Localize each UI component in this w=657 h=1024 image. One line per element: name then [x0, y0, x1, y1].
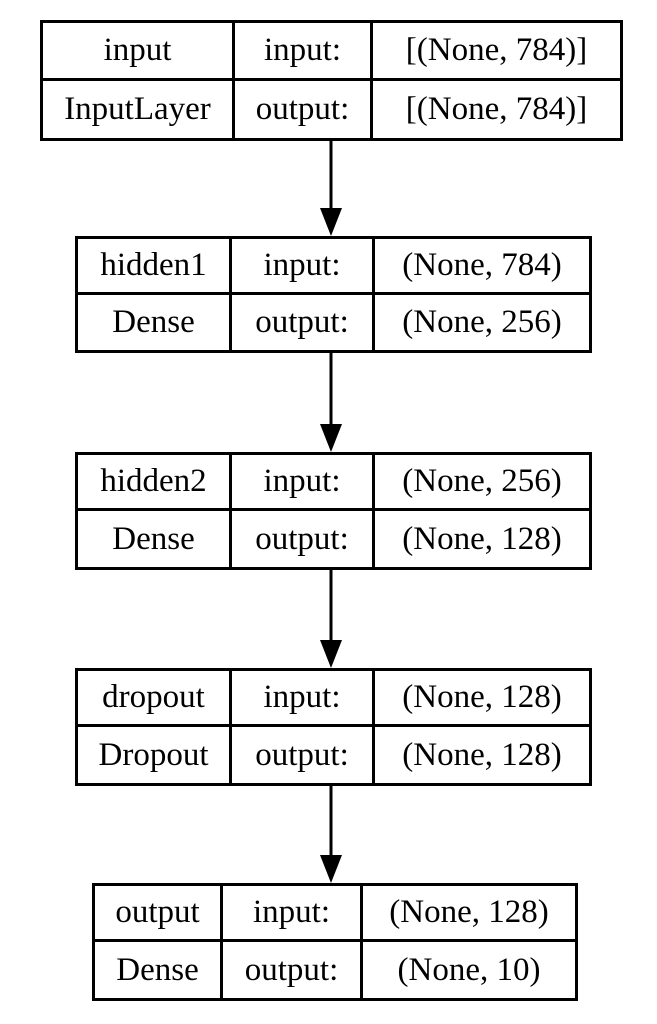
layer-class: Dense: [78, 511, 232, 567]
arrow-down-icon: [320, 140, 342, 236]
edge-arrow-input-hidden1: [318, 140, 344, 236]
input-shape: (None, 128): [363, 886, 575, 942]
edge-arrow-dropout-output: [318, 786, 344, 883]
output-shape: (None, 128): [402, 736, 562, 773]
layer-class: Dense: [95, 942, 223, 998]
layer-class: InputLayer: [43, 80, 235, 138]
layer-name: hidden2: [78, 455, 232, 511]
output-label: output:: [232, 511, 375, 567]
layer-name: dropout: [78, 671, 232, 727]
input-label: input:: [232, 455, 375, 511]
output-label: output:: [235, 80, 373, 138]
layer-node-hidden1: hidden1 input: (None, 784) Dense output:…: [75, 236, 592, 353]
output-shape: [(None, 784)]: [405, 90, 588, 127]
layer-class: Dropout: [78, 727, 232, 783]
layer-name: input: [43, 23, 235, 81]
layer-class: Dense: [78, 294, 232, 350]
layer-node-output: output input: (None, 128) Dense output: …: [92, 883, 578, 1001]
input-shape: (None, 256): [375, 455, 589, 511]
output-shape: (None, 128): [402, 520, 562, 557]
input-label: input:: [235, 23, 373, 81]
input-shape: [(None, 784)]: [373, 23, 620, 81]
output-label: output:: [232, 294, 375, 350]
edge-arrow-hidden2-dropout: [318, 570, 344, 668]
arrow-down-icon: [320, 353, 342, 452]
output-label: output:: [223, 942, 363, 998]
input-label: input:: [232, 239, 375, 295]
input-shape: (None, 784): [375, 239, 589, 295]
layer-name: output: [95, 886, 223, 942]
layer-name: hidden1: [78, 239, 232, 295]
input-label: input:: [232, 671, 375, 727]
layer-node-hidden2: hidden2 input: (None, 256) Dense output:…: [75, 452, 592, 570]
output-shape: (None, 10): [397, 951, 541, 988]
output-label: output:: [232, 727, 375, 783]
edge-arrow-hidden1-hidden2: [318, 353, 344, 452]
layer-node-dropout: dropout input: (None, 128) Dropout outpu…: [75, 668, 592, 786]
output-shape: (None, 256): [402, 303, 562, 340]
input-shape: (None, 128): [375, 671, 589, 727]
arrow-down-icon: [320, 570, 342, 668]
input-label: input:: [223, 886, 363, 942]
arrow-down-icon: [320, 786, 342, 883]
layer-node-input: input input: [(None, 784)] InputLayer ou…: [40, 20, 623, 141]
